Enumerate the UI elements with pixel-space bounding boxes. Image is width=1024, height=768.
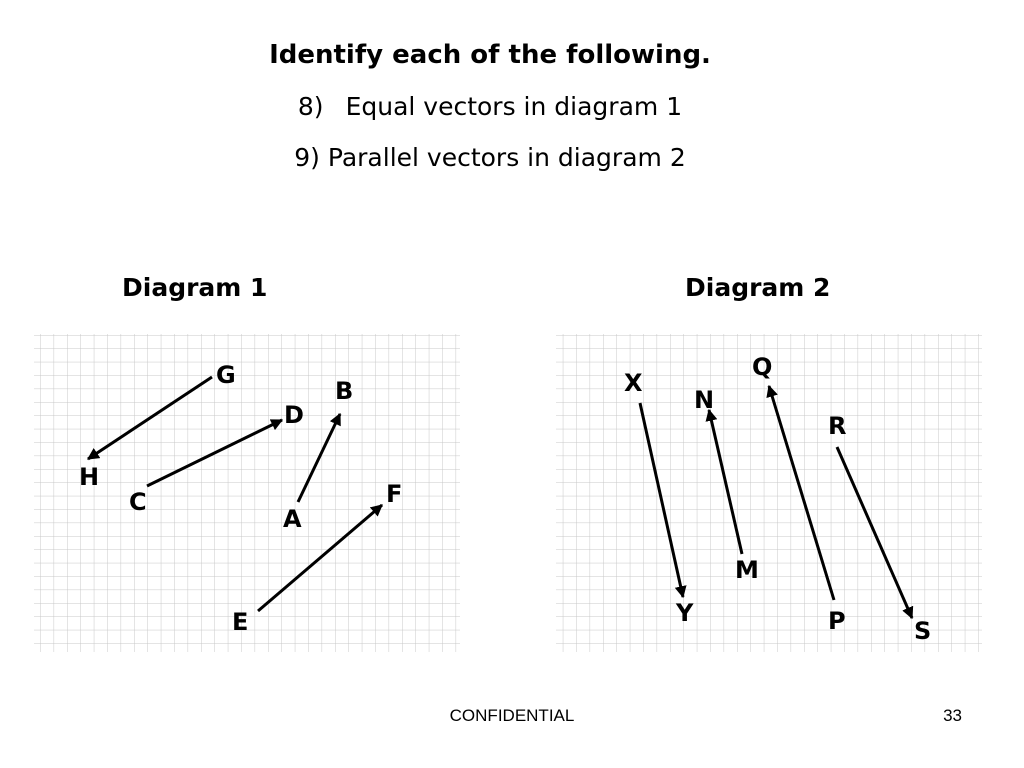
question-8-text: Equal vectors in diagram 1 — [345, 92, 683, 121]
page-number: 33 — [943, 706, 962, 725]
point-label-x: X — [624, 369, 643, 397]
vector-ab — [296, 412, 342, 503]
vector-ef — [257, 503, 383, 613]
point-label-r: R — [828, 412, 846, 440]
question-8-number: 8) — [297, 92, 324, 121]
vector-pq — [766, 384, 836, 601]
point-label-h: H — [79, 463, 99, 491]
point-label-e: E — [232, 608, 248, 636]
point-label-s: S — [914, 617, 931, 645]
footer-confidential: CONFIDENTIAL — [449, 706, 575, 725]
slide-title: Identify each of the following. — [269, 40, 711, 70]
point-label-d: D — [284, 401, 304, 429]
diagram-2-grid — [556, 334, 982, 652]
point-label-a: A — [283, 505, 302, 533]
vector-rs — [835, 446, 914, 620]
point-label-p: P — [828, 607, 846, 635]
point-label-c: C — [129, 488, 147, 516]
vector-gh — [86, 375, 213, 461]
question-9-text: Parallel vectors in diagram 2 — [327, 143, 686, 172]
point-label-y: Y — [675, 599, 694, 627]
diagram-1-title: Diagram 1 — [122, 273, 268, 302]
question-9: 9) Parallel vectors in diagram 2 — [0, 143, 980, 172]
point-label-f: F — [386, 480, 402, 508]
vector-xy — [638, 402, 687, 599]
diagram-1-grid — [34, 334, 460, 652]
diagram-2-title: Diagram 2 — [685, 273, 831, 302]
point-label-q: Q — [752, 353, 772, 381]
question-9-number: 9) — [294, 143, 320, 172]
vector-mn — [705, 408, 744, 555]
vector-cd — [146, 418, 284, 488]
point-label-g: G — [216, 361, 236, 389]
point-label-n: N — [694, 386, 714, 414]
point-label-b: B — [335, 377, 353, 405]
question-8: 8) Equal vectors in diagram 1 — [0, 92, 980, 121]
point-label-m: M — [735, 556, 759, 584]
